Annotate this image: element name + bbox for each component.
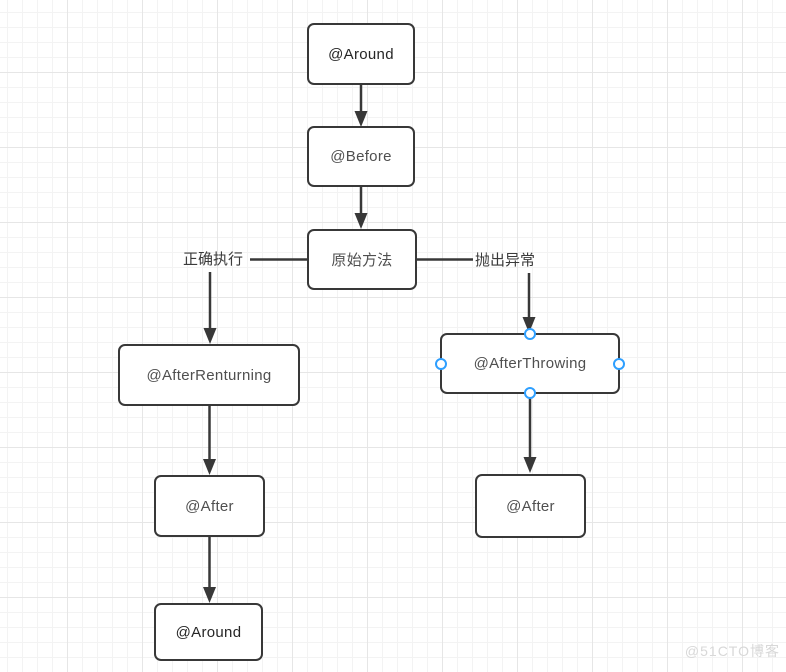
node-after-returning[interactable]: @AfterRenturning: [118, 344, 300, 406]
node-after-returning-label: @AfterRenturning: [146, 366, 272, 384]
node-after-right[interactable]: @After: [475, 474, 586, 538]
node-before-label: @Before: [330, 148, 392, 165]
node-around-top-label: @Around: [328, 45, 394, 63]
node-around-bottom-label: @Around: [175, 623, 242, 641]
node-original-method[interactable]: 原始方法: [307, 229, 417, 290]
edge-label-success[interactable]: 正确执行: [183, 251, 244, 268]
node-after-left-label: @After: [185, 497, 234, 515]
node-after-throwing-label: @AfterThrowing: [473, 355, 587, 372]
watermark: @51CTO博客: [684, 643, 780, 659]
connection-handle-top[interactable]: [524, 328, 536, 340]
connection-handle-right[interactable]: [613, 357, 625, 370]
edge-label-exception[interactable]: 抛出异常: [475, 252, 536, 269]
node-after-right-label: @After: [506, 497, 555, 515]
node-around-top[interactable]: @Around: [307, 23, 415, 85]
node-after-throwing[interactable]: @AfterThrowing: [435, 328, 625, 399]
connection-handle-bottom[interactable]: [524, 387, 536, 399]
node-around-bottom[interactable]: @Around: [154, 603, 263, 661]
node-after-left[interactable]: @After: [154, 475, 265, 537]
connection-handle-left[interactable]: [435, 357, 447, 370]
node-original-method-label: 原始方法: [331, 252, 393, 269]
node-before[interactable]: @Before: [307, 126, 415, 187]
